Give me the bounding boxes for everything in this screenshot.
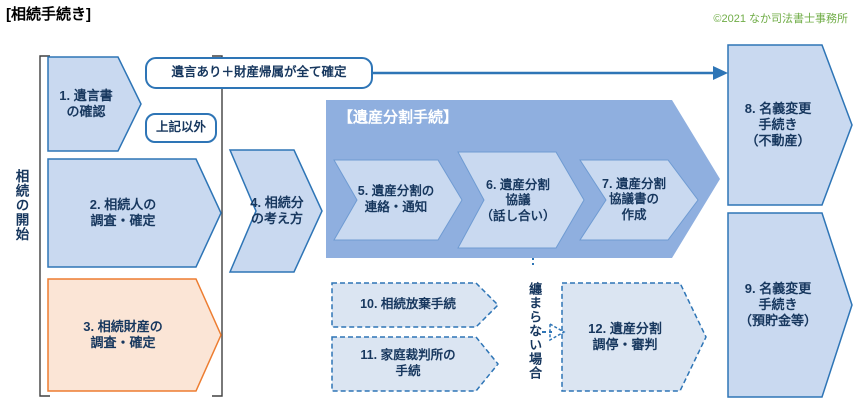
step-6-shape [457,151,585,249]
step-12-shape [561,282,707,392]
step-10-shape [331,282,500,328]
step-11-shape [331,336,499,392]
step-8-shape [727,44,853,206]
step-7-shape [579,159,699,241]
step-4-shape [228,149,323,273]
condition-other-box [145,113,217,143]
step-2-shape [47,158,222,268]
step-3-shape [47,278,222,392]
step-5-shape [333,159,463,241]
step-1-shape [47,56,142,152]
start-bracket-left [39,55,50,397]
condition-will-box [145,57,373,89]
will-confirmed-arrowhead [713,66,728,80]
step-9-shape [727,212,853,398]
mediation-arrowhead [549,322,566,342]
start-bracket-right [212,55,223,397]
